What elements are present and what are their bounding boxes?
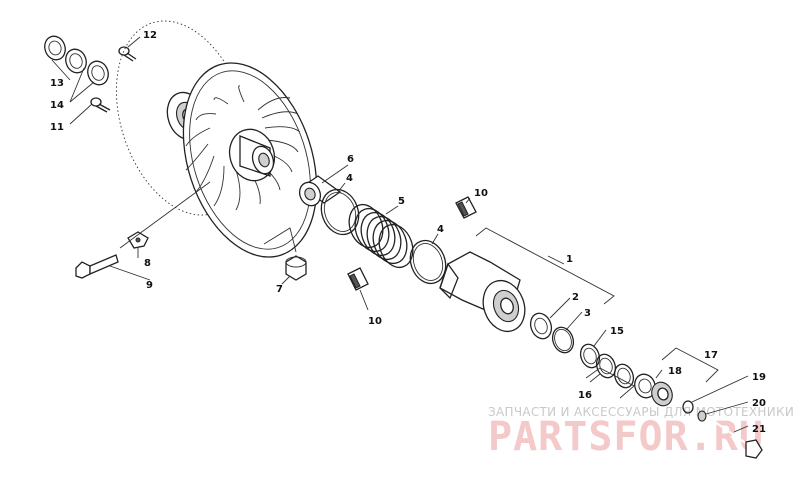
callout-10b: 10 bbox=[368, 316, 382, 327]
callout-6: 6 bbox=[347, 154, 354, 165]
callout-19: 19 bbox=[752, 372, 766, 383]
watermark-brand: PARTSFOR.RU bbox=[488, 414, 764, 460]
clutch-sheave-icon bbox=[182, 62, 318, 258]
slider-shoe-10a-icon bbox=[455, 196, 477, 219]
callout-7: 7 bbox=[276, 284, 283, 295]
washer-15-icon bbox=[579, 343, 601, 369]
callout-labels: 12 13 14 11 6 4 5 4 10 10 1 2 3 15 16 17… bbox=[50, 30, 766, 435]
callout-15: 15 bbox=[610, 326, 624, 337]
callout-18: 18 bbox=[668, 366, 682, 377]
slider-shoe-10b-icon bbox=[347, 267, 369, 291]
callout-10a: 10 bbox=[474, 188, 488, 199]
hex-bolt-icon bbox=[711, 419, 763, 459]
callout-13: 13 bbox=[50, 78, 64, 89]
screw-11-icon bbox=[90, 97, 111, 113]
callout-8: 8 bbox=[144, 258, 151, 269]
bracket-16 bbox=[585, 367, 635, 399]
washer-20-icon bbox=[697, 410, 707, 422]
callout-4b: 4 bbox=[437, 224, 444, 235]
callout-4a: 4 bbox=[346, 173, 353, 184]
bushing-2-icon bbox=[529, 312, 553, 340]
callout-1: 1 bbox=[566, 254, 573, 265]
callout-5: 5 bbox=[398, 196, 405, 207]
screw-12-icon bbox=[118, 46, 137, 62]
washer-14a-icon bbox=[65, 48, 87, 74]
bearing-18-icon bbox=[634, 373, 673, 407]
bracket-1 bbox=[475, 227, 615, 305]
callout-2: 2 bbox=[572, 292, 579, 303]
callout-11: 11 bbox=[50, 122, 64, 133]
coil-spring-icon bbox=[348, 203, 414, 269]
watermark-subtitle: ЗАПЧАСТИ И АКСЕССУАРЫ ДЛЯ МОТОТЕХНИКИ bbox=[488, 405, 794, 419]
bushing-6-icon bbox=[298, 175, 342, 207]
washer-14b-icon bbox=[87, 60, 109, 86]
callout-3: 3 bbox=[584, 308, 591, 319]
snap-ring-3-icon bbox=[551, 326, 575, 354]
callout-20: 20 bbox=[752, 398, 766, 409]
washer-13-icon bbox=[44, 35, 66, 61]
callout-12: 12 bbox=[143, 30, 157, 41]
callout-17: 17 bbox=[704, 350, 718, 361]
callout-21: 21 bbox=[752, 424, 766, 435]
leader-lines bbox=[51, 36, 749, 433]
roller-7-icon bbox=[285, 255, 307, 281]
axis-bracket bbox=[263, 227, 297, 253]
axis-line bbox=[119, 181, 211, 249]
watermark: ЗАПЧАСТИ И АКСЕССУАРЫ ДЛЯ МОТОТЕХНИКИ PA… bbox=[488, 405, 794, 460]
clip-8-icon bbox=[127, 231, 149, 249]
callout-14: 14 bbox=[50, 100, 64, 111]
cam-helix-icon bbox=[439, 251, 526, 333]
bolt-9-icon bbox=[75, 254, 119, 279]
washer-19-icon bbox=[682, 400, 694, 414]
washer-4b-icon bbox=[409, 239, 447, 285]
bracket-17 bbox=[661, 347, 719, 383]
callout-9: 9 bbox=[146, 280, 153, 291]
callout-16: 16 bbox=[578, 390, 592, 401]
